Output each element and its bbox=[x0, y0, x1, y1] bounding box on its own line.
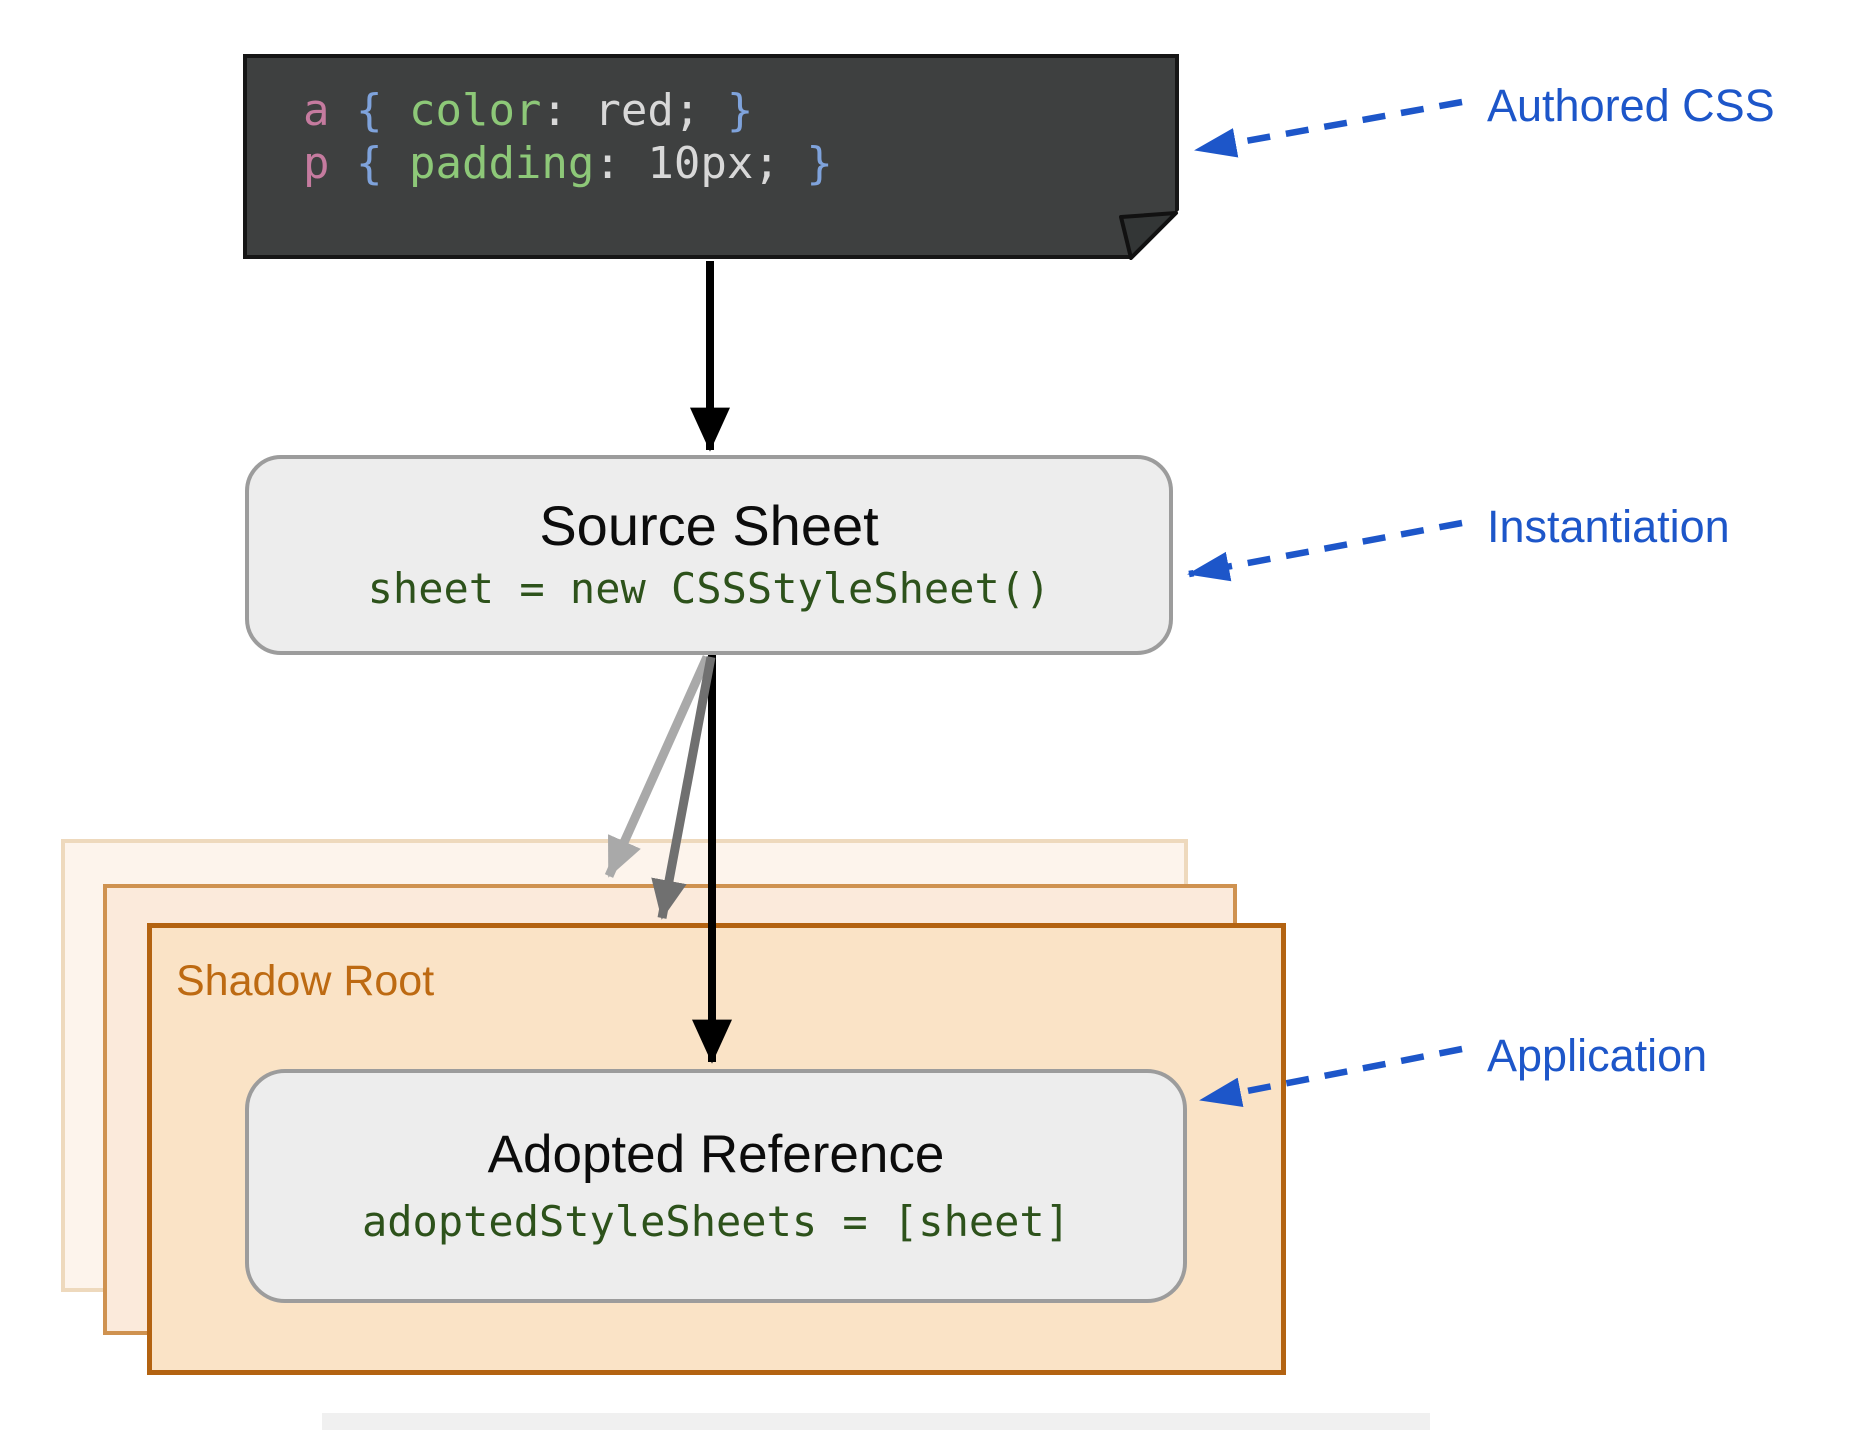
source-sheet-title: Source Sheet bbox=[539, 494, 879, 557]
annotation-instantiation: Instantiation bbox=[1487, 501, 1730, 552]
css-open-brace: { bbox=[355, 138, 409, 189]
annotation-authored-css: Authored CSS bbox=[1487, 80, 1775, 131]
source-sheet-code: sheet = new CSSStyleSheet() bbox=[367, 564, 1051, 613]
css-close-brace: } bbox=[806, 138, 833, 189]
annotation-application: Application bbox=[1487, 1030, 1708, 1081]
css-selector: p bbox=[303, 138, 356, 189]
source-sheet-node: Source Sheet sheet = new CSSStyleSheet() bbox=[245, 455, 1173, 655]
css-property: color bbox=[408, 85, 542, 136]
annotation-arrow-authored-css bbox=[1194, 98, 1463, 158]
css-value: red; bbox=[594, 85, 727, 136]
css-colon: : bbox=[594, 138, 648, 189]
css-close-brace: } bbox=[726, 85, 754, 136]
css-rule-line-1: a { color: red; } bbox=[303, 84, 1175, 137]
adopted-reference-title: Adopted Reference bbox=[487, 1125, 945, 1184]
annotation-arrow-instantiation bbox=[1187, 519, 1463, 582]
shadow-root-label: Shadow Root bbox=[176, 957, 435, 1005]
adopted-reference-node: Adopted Reference adoptedStyleSheets = [… bbox=[245, 1069, 1187, 1303]
css-selector: a bbox=[303, 85, 356, 136]
css-property: padding bbox=[408, 138, 595, 189]
authored-css-code-box: a { color: red; } p { padding: 10px; } bbox=[243, 54, 1179, 259]
cropped-bottom-strip bbox=[322, 1413, 1430, 1430]
css-open-brace: { bbox=[355, 85, 409, 136]
css-colon: : bbox=[541, 85, 595, 136]
css-rule-line-2: p { padding: 10px; } bbox=[303, 137, 1175, 190]
adopted-reference-code: adoptedStyleSheets = [sheet] bbox=[361, 1197, 1070, 1246]
css-value: 10px; bbox=[647, 138, 807, 189]
